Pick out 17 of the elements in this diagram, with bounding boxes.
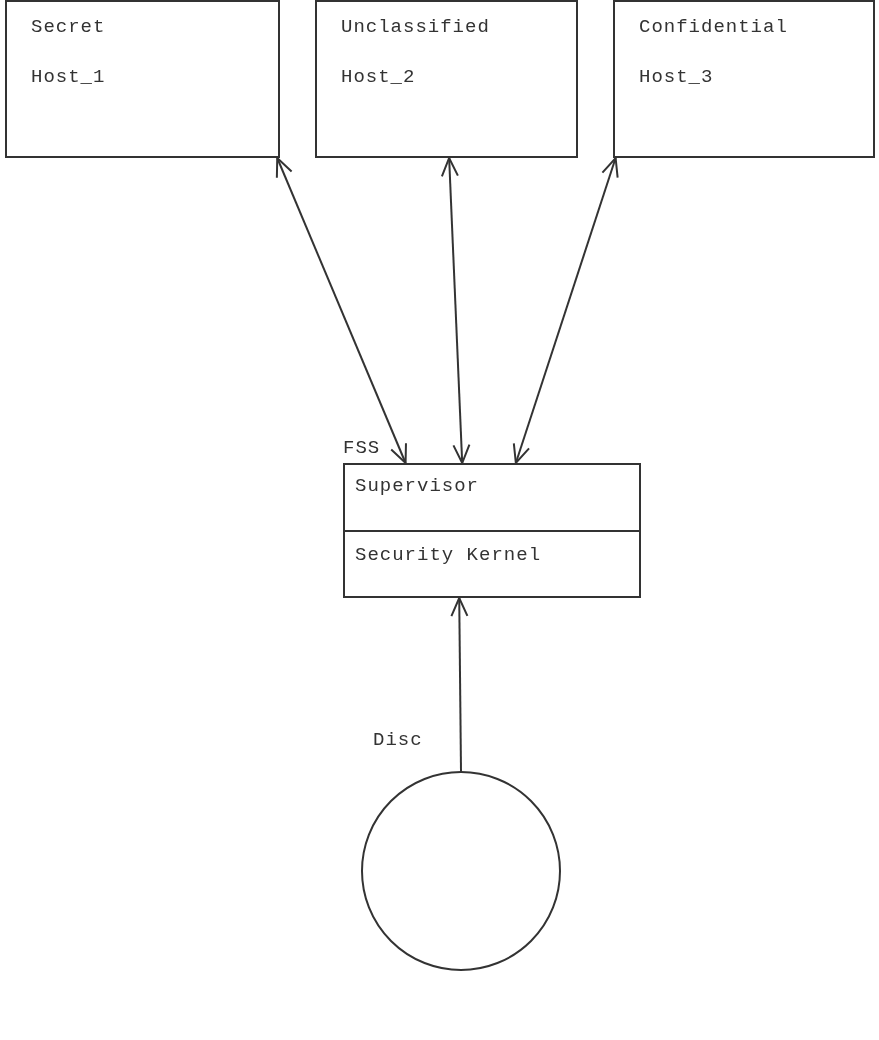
module-layer: Supervisor: [343, 463, 641, 530]
host-box: [613, 0, 875, 158]
arrow: [275, 157, 407, 464]
arrow: [450, 597, 469, 772]
host-label: Host_3: [639, 66, 715, 88]
module-heading: FSS: [343, 437, 381, 459]
module-layer: Security Kernel: [343, 530, 641, 598]
host-label: Unclassified: [341, 16, 491, 38]
host-label: Secret: [31, 16, 107, 38]
host-box: [315, 0, 578, 158]
host-label: Host_1: [31, 66, 107, 88]
arrow: [440, 157, 471, 464]
host-label: Host_2: [341, 66, 417, 88]
disc-label: Disc: [373, 729, 423, 751]
host-box: [5, 0, 280, 158]
host-label: Confidential: [639, 16, 789, 38]
arrow: [512, 157, 619, 464]
